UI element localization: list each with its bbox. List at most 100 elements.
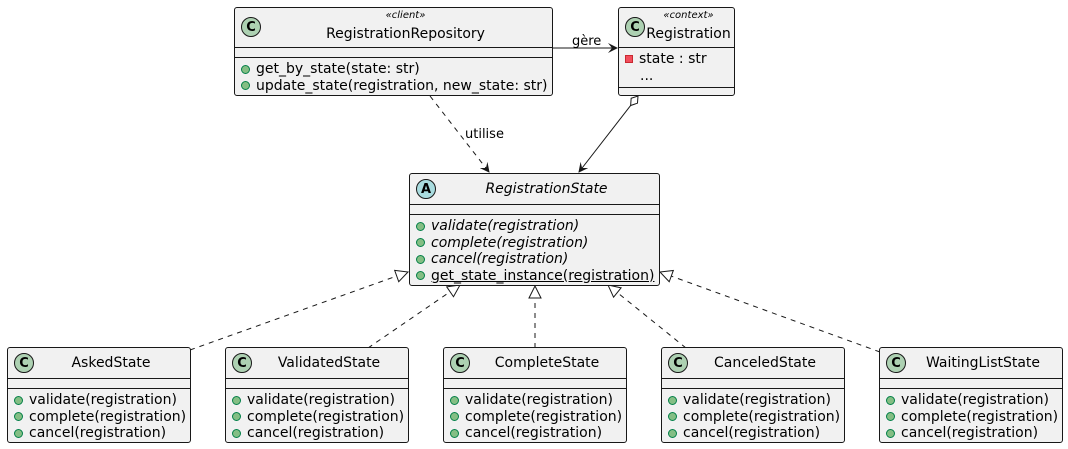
class-name: RegistrationRepository: [326, 25, 485, 42]
uses-dependency-line: [429, 95, 490, 173]
method-row: get_by_state(state: str): [241, 61, 546, 78]
class-header: C AskedState: [8, 348, 190, 379]
method-row: complete(registration): [232, 409, 404, 426]
realization-canceled: [608, 285, 687, 349]
class-icon: C: [886, 353, 906, 373]
public-visibility-icon: [14, 395, 23, 405]
class-icon: C: [668, 353, 688, 373]
public-visibility-icon: [416, 221, 425, 231]
class-icon: C: [232, 353, 252, 373]
public-visibility-icon: [668, 412, 677, 422]
class-asked-state[interactable]: C AskedState validate(registration) comp…: [7, 347, 191, 443]
class-fields: [662, 379, 844, 389]
class-fields: [8, 379, 190, 389]
public-visibility-icon: [416, 254, 425, 264]
field-row: state : str: [625, 51, 728, 68]
method-row: complete(registration): [668, 409, 840, 426]
public-visibility-icon: [886, 428, 895, 438]
uses-label: utilise: [465, 127, 504, 142]
method-row: get_state_instance(registration): [416, 268, 654, 285]
class-registration[interactable]: C «context» Registration state : str ...: [618, 7, 735, 96]
class-fields: [235, 48, 552, 58]
public-visibility-icon: [450, 428, 459, 438]
public-visibility-icon: [668, 428, 677, 438]
class-methods: get_by_state(state: str) update_state(re…: [235, 58, 552, 98]
public-visibility-icon: [886, 412, 895, 422]
public-visibility-icon: [416, 238, 425, 248]
method-row: validate(registration): [416, 218, 653, 235]
method-row: validate(registration): [232, 392, 402, 409]
class-fields: [226, 379, 408, 389]
class-name: ValidatedState: [277, 355, 381, 371]
realization-validated: [367, 285, 460, 349]
method-row: cancel(registration): [416, 251, 653, 268]
field-row: ...: [640, 67, 654, 84]
class-methods: validate(registration) complete(registra…: [662, 389, 844, 446]
class-fields: state : str ...: [619, 48, 734, 88]
method-row: validate(registration): [886, 392, 1056, 409]
class-validated-state[interactable]: C ValidatedState validate(registration) …: [225, 347, 409, 443]
public-visibility-icon: [14, 412, 23, 422]
method-row: update_state(registration, new_state: st…: [241, 78, 548, 95]
public-visibility-icon: [416, 271, 425, 281]
private-visibility-icon: [625, 55, 633, 64]
class-header: C «client» RegistrationRepository: [235, 8, 552, 48]
class-name: WaitingListState: [925, 355, 1041, 371]
class-canceled-state[interactable]: C CanceledState validate(registration) c…: [661, 347, 845, 443]
method-row: cancel(registration): [668, 425, 838, 442]
method-row: complete(registration): [14, 409, 186, 426]
class-stereotype: «client»: [385, 10, 426, 21]
class-waiting-list-state[interactable]: C WaitingListState validate(registration…: [879, 347, 1063, 443]
class-header: A RegistrationState: [410, 174, 659, 205]
class-stereotype: «context»: [663, 10, 714, 21]
method-row: complete(registration): [450, 409, 622, 426]
class-fields: [444, 379, 626, 389]
public-visibility-icon: [241, 64, 250, 74]
class-methods: validate(registration) complete(registra…: [226, 389, 408, 446]
class-icon: C: [625, 17, 645, 37]
class-icon: C: [14, 353, 34, 373]
aggregation-line: [578, 95, 639, 173]
class-complete-state[interactable]: C CompleteState validate(registration) c…: [443, 347, 627, 443]
class-methods: validate(registration) complete(registra…: [880, 389, 1062, 446]
class-header: C «context» Registration: [619, 8, 734, 48]
class-header: C CompleteState: [444, 348, 626, 379]
class-name: CanceledState: [714, 355, 816, 371]
class-fields: [410, 205, 659, 215]
method-row: validate(registration): [450, 392, 620, 409]
method-row: validate(registration): [668, 392, 838, 409]
method-row: cancel(registration): [14, 425, 184, 442]
realization-waiting: [660, 272, 881, 353]
public-visibility-icon: [232, 428, 241, 438]
public-visibility-icon: [232, 395, 241, 405]
public-visibility-icon: [668, 395, 677, 405]
class-methods: validate(registration) complete(registra…: [410, 215, 659, 288]
method-row: cancel(registration): [450, 425, 620, 442]
public-visibility-icon: [450, 395, 459, 405]
class-registration-repository[interactable]: C «client» RegistrationRepository get_by…: [234, 7, 553, 96]
class-methods: [619, 88, 734, 93]
class-header: C CanceledState: [662, 348, 844, 379]
public-visibility-icon: [450, 412, 459, 422]
class-header: C WaitingListState: [880, 348, 1062, 379]
class-icon: C: [450, 353, 470, 373]
method-row: complete(registration): [886, 409, 1058, 426]
class-registration-state[interactable]: A RegistrationState validate(registratio…: [409, 173, 660, 286]
public-visibility-icon: [241, 81, 250, 91]
class-methods: validate(registration) complete(registra…: [8, 389, 190, 446]
public-visibility-icon: [14, 428, 23, 438]
class-name: Registration: [646, 25, 731, 42]
method-row: cancel(registration): [232, 425, 402, 442]
class-icon: C: [241, 17, 261, 37]
public-visibility-icon: [232, 412, 241, 422]
method-row: cancel(registration): [886, 425, 1056, 442]
class-methods: validate(registration) complete(registra…: [444, 389, 626, 446]
method-row: validate(registration): [14, 392, 184, 409]
realization-asked: [189, 272, 408, 351]
public-visibility-icon: [886, 395, 895, 405]
manages-label: gère: [572, 34, 602, 49]
class-fields: [880, 379, 1062, 389]
method-row: complete(registration): [416, 235, 653, 252]
class-name: AskedState: [71, 355, 151, 371]
